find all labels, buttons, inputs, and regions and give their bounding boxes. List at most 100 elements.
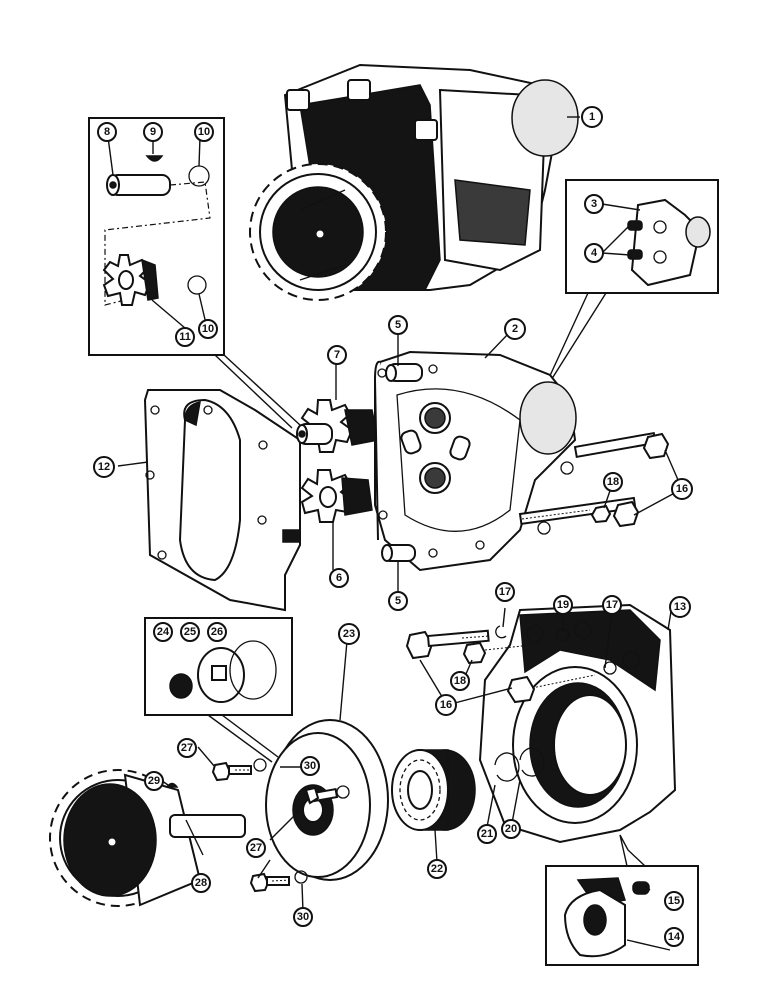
idler-gear — [300, 469, 373, 523]
housing — [478, 603, 677, 844]
drive-gear-shaft — [49, 769, 246, 907]
svg-text:10: 10 — [202, 323, 214, 335]
callout-17-upper[interactable]: 17 — [495, 582, 515, 602]
svg-text:30: 30 — [297, 911, 309, 923]
capscrew-set-middle — [518, 431, 670, 535]
callout-30-b[interactable]: 30 — [293, 907, 313, 927]
callout-15[interactable]: 15 — [664, 891, 684, 911]
svg-text:18: 18 — [607, 476, 619, 488]
callout-1[interactable]: 1 — [581, 106, 603, 128]
callout-18-lower[interactable]: 18 — [450, 671, 470, 691]
svg-text:29: 29 — [148, 775, 160, 787]
callout-16-upper[interactable]: 16 — [671, 478, 693, 500]
svg-text:19: 19 — [557, 599, 569, 611]
callout-30-a[interactable]: 30 — [300, 756, 320, 776]
svg-text:7: 7 — [334, 349, 340, 361]
svg-text:2: 2 — [512, 323, 518, 335]
callout-27-center[interactable]: 27 — [246, 838, 266, 858]
svg-text:21: 21 — [481, 828, 493, 840]
pump-body — [373, 350, 577, 572]
callout-12[interactable]: 12 — [93, 456, 115, 478]
svg-text:27: 27 — [250, 842, 262, 854]
callout-3[interactable]: 3 — [584, 194, 604, 214]
seal-icon — [169, 673, 193, 699]
snap-ring-21 — [494, 752, 520, 782]
callout-28[interactable]: 28 — [191, 873, 211, 893]
svg-text:5: 5 — [395, 595, 401, 607]
callout-4[interactable]: 4 — [584, 243, 604, 263]
callout-11[interactable]: 11 — [175, 327, 195, 347]
svg-text:18: 18 — [454, 675, 466, 687]
snap-ring-icon — [187, 275, 207, 295]
gear-plate — [143, 389, 301, 612]
callout-17-right[interactable]: 17 — [602, 595, 622, 615]
callout-7[interactable]: 7 — [327, 345, 347, 365]
drive-gear-icon — [249, 163, 387, 301]
woodruff-key-icon — [145, 155, 164, 162]
callout-29[interactable]: 29 — [144, 771, 164, 791]
svg-text:30: 30 — [304, 760, 316, 772]
housing-inset — [545, 834, 699, 966]
bearing-retainer — [265, 719, 389, 881]
callouts: 1 2 3 4 5 5 6 7 8 9 10 10 11 12 13 14 15… — [93, 106, 693, 947]
svg-text:6: 6 — [336, 572, 342, 584]
callout-21[interactable]: 21 — [477, 824, 497, 844]
capscrews-27 — [211, 758, 350, 893]
svg-text:3: 3 — [591, 198, 597, 210]
svg-text:12: 12 — [98, 461, 110, 473]
body-inset — [547, 179, 719, 386]
svg-text:14: 14 — [668, 931, 681, 943]
callout-5-upper[interactable]: 5 — [388, 315, 408, 335]
callout-13[interactable]: 13 — [669, 596, 691, 618]
callout-27-top[interactable]: 27 — [177, 738, 197, 758]
callout-8[interactable]: 8 — [97, 122, 117, 142]
snap-ring-20 — [519, 747, 545, 777]
callout-20[interactable]: 20 — [501, 819, 521, 839]
svg-text:30: 30 — [297, 911, 309, 923]
callout-26[interactable]: 26 — [207, 622, 227, 642]
callout-2[interactable]: 2 — [504, 318, 526, 340]
callout-25[interactable]: 25 — [180, 622, 200, 642]
svg-text:11: 11 — [179, 331, 191, 343]
svg-text:1: 1 — [589, 111, 595, 123]
svg-text:16: 16 — [440, 699, 452, 711]
callout-6[interactable]: 6 — [329, 568, 349, 588]
callout-22[interactable]: 22 — [427, 859, 447, 879]
callout-5-lower[interactable]: 5 — [388, 591, 408, 611]
svg-text:10: 10 — [198, 126, 210, 138]
pump-assembly — [249, 63, 579, 301]
svg-text:17: 17 — [499, 586, 511, 598]
svg-text:28: 28 — [195, 877, 207, 889]
svg-text:4: 4 — [591, 247, 598, 259]
callout-10-upper[interactable]: 10 — [194, 122, 214, 142]
callout-16-lower[interactable]: 16 — [435, 694, 457, 716]
capscrew-set-housing — [405, 625, 596, 704]
svg-text:23: 23 — [343, 628, 355, 640]
drive-gear — [296, 399, 379, 453]
svg-text:26: 26 — [211, 626, 223, 638]
callout-10-lower[interactable]: 10 — [198, 319, 218, 339]
svg-text:17: 17 — [606, 599, 618, 611]
callout-9[interactable]: 9 — [143, 122, 163, 142]
ball-bearing — [391, 749, 476, 831]
callout-14[interactable]: 14 — [664, 927, 684, 947]
callout-19[interactable]: 19 — [553, 595, 573, 615]
svg-text:8: 8 — [104, 126, 110, 138]
svg-text:25: 25 — [184, 626, 196, 638]
svg-text:5: 5 — [395, 319, 401, 331]
gasket-icon — [229, 640, 277, 700]
callout-23[interactable]: 23 — [338, 623, 360, 645]
callout-18-upper[interactable]: 18 — [603, 472, 623, 492]
svg-text:27: 27 — [252, 843, 264, 855]
svg-text:13: 13 — [674, 601, 686, 613]
shaft-gear-inset — [88, 117, 301, 429]
svg-text:15: 15 — [668, 895, 680, 907]
svg-text:24: 24 — [157, 626, 170, 638]
key-icon — [165, 782, 179, 788]
inset-gear-icon — [102, 254, 159, 306]
svg-text:9: 9 — [150, 126, 156, 138]
svg-text:20: 20 — [505, 823, 517, 835]
svg-text:22: 22 — [431, 863, 443, 875]
callout-24[interactable]: 24 — [153, 622, 173, 642]
